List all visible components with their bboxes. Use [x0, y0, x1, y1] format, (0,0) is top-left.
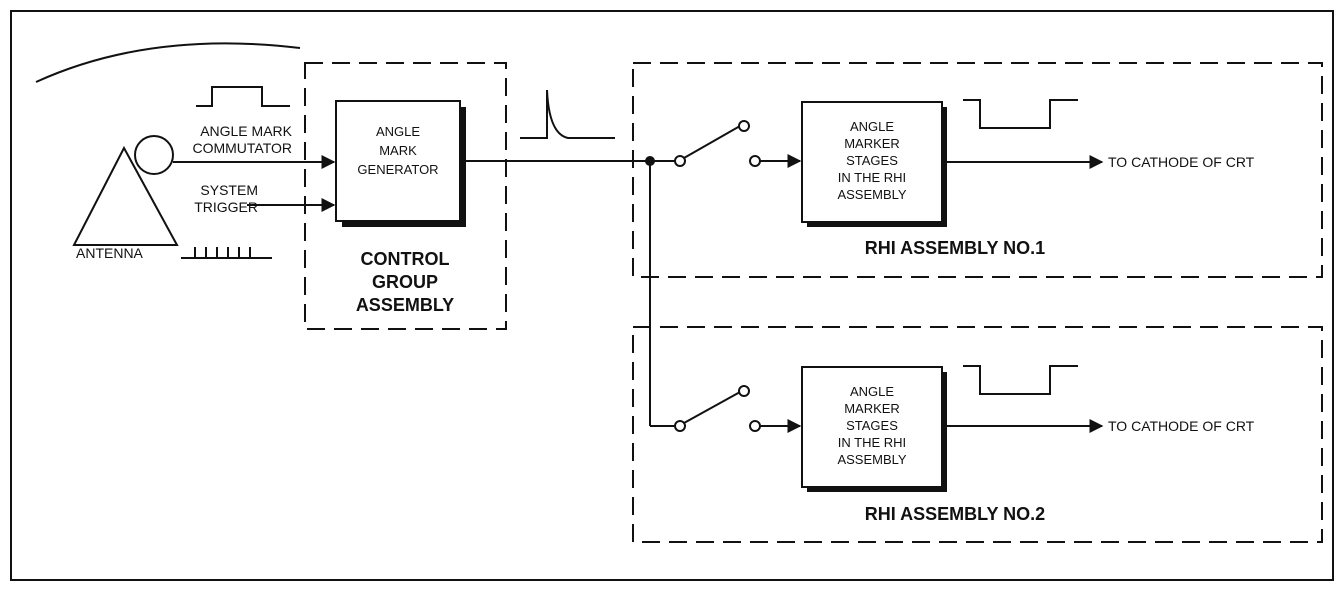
switch-1-open-contact	[738, 120, 750, 132]
trigger-label-line-1: SYSTEM	[200, 182, 258, 198]
stages-1-label-line-1: ANGLE	[850, 119, 894, 134]
commutator-pulse-waveform	[196, 86, 290, 107]
control-group-title-line-1: CONTROL	[361, 249, 450, 269]
switch-2-output-contact	[749, 420, 761, 432]
rhi-assembly-1-outline	[632, 62, 1323, 278]
outer-frame	[10, 10, 1334, 581]
stages-1-label-line-3: STAGES	[846, 153, 898, 168]
switch-2-blade	[683, 391, 741, 424]
stages-2-label-line-5: ASSEMBLY	[837, 452, 906, 467]
stages-1-output-label: TO CATHODE OF CRT	[1108, 154, 1255, 170]
commutator-symbol	[134, 135, 174, 175]
commutator-label-line-1: ANGLE MARK	[200, 123, 292, 139]
stages-1-label-line-2: MARKER	[844, 136, 900, 151]
angle-mark-generator-box	[335, 100, 461, 222]
control-group-outline	[304, 62, 507, 330]
trigger-pulse-train	[181, 247, 272, 259]
stages-2-label-line-4: IN THE RHI	[838, 435, 906, 450]
control-group-title-line-3: ASSEMBLY	[356, 295, 454, 315]
stages-2-label-line-3: STAGES	[846, 418, 898, 433]
commutator-label-line-2: COMMUTATOR	[192, 140, 292, 156]
angle-marker-stages-1-box	[801, 101, 943, 223]
switch-2-pivot	[674, 420, 686, 432]
reflector-arc	[35, 42, 301, 83]
stages-2-label-line-2: MARKER	[844, 401, 900, 416]
angle-marker-stages-2-box	[801, 366, 943, 488]
antenna-label: ANTENNA	[76, 245, 144, 261]
switch-1-output-contact	[749, 155, 761, 167]
rhi-assembly-1: ANGLE MARKER STAGES IN THE RHI ASSEMBLY …	[632, 62, 1323, 278]
antenna-group: ANGLE MARK COMMUTATOR SYSTEM TRIGGER ANT…	[35, 42, 336, 261]
control-group-title-line-2: GROUP	[372, 272, 438, 292]
switch-1-blade	[683, 125, 741, 159]
rhi-assembly-2-outline	[632, 326, 1323, 543]
generator-label-line-3: GENERATOR	[357, 162, 438, 177]
generator-label-line-1: ANGLE	[376, 124, 420, 139]
trigger-label-line-2: TRIGGER	[194, 199, 258, 215]
stages-2-label-line-1: ANGLE	[850, 384, 894, 399]
angle-mark-spike-waveform	[520, 89, 615, 139]
rhi-assembly-2-title: RHI ASSEMBLY NO.2	[865, 504, 1045, 524]
stages-2-output-label: TO CATHODE OF CRT	[1108, 418, 1255, 434]
antenna-symbol	[72, 145, 179, 246]
stages-2-output-waveform	[963, 365, 1078, 395]
control-group-assembly: ANGLE MARK GENERATOR CONTROL GROUP ASSEM…	[304, 62, 507, 330]
rhi-assembly-1-title: RHI ASSEMBLY NO.1	[865, 238, 1045, 258]
stages-1-output-waveform	[963, 99, 1078, 129]
stages-1-label-line-5: ASSEMBLY	[837, 187, 906, 202]
generator-label-line-2: MARK	[379, 143, 417, 158]
switch-1-pivot	[674, 155, 686, 167]
stages-1-label-line-4: IN THE RHI	[838, 170, 906, 185]
rhi-assembly-2: ANGLE MARKER STAGES IN THE RHI ASSEMBLY …	[632, 326, 1323, 543]
switch-2-open-contact	[738, 385, 750, 397]
